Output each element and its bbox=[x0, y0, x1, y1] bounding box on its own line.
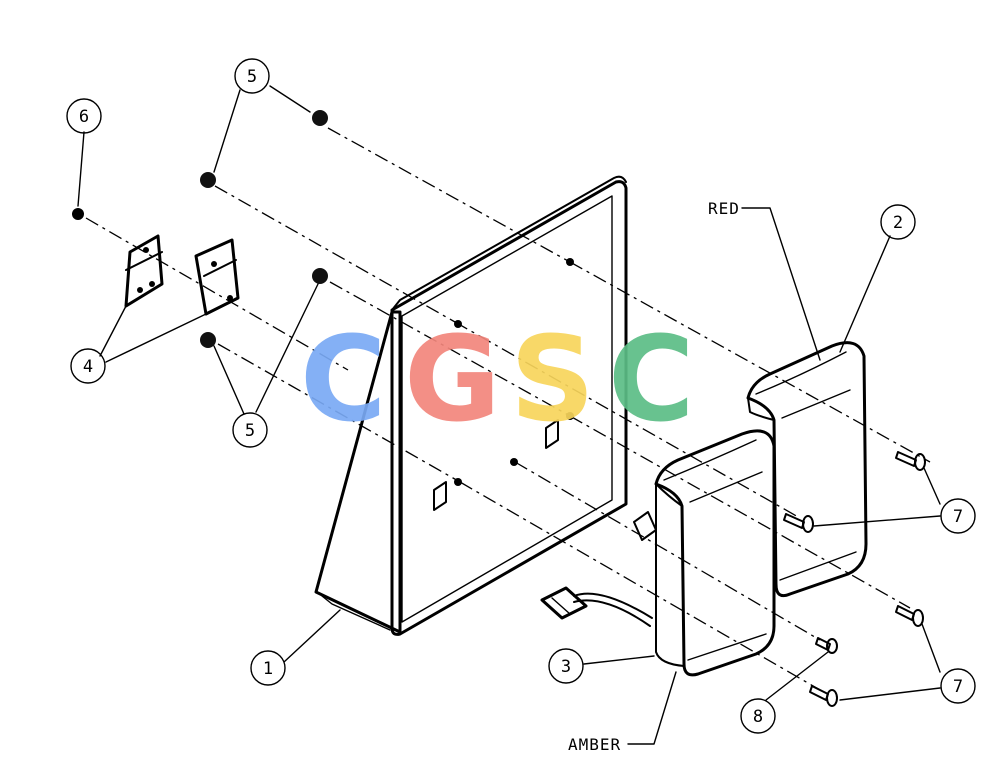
nut bbox=[312, 110, 328, 126]
nuts bbox=[200, 110, 328, 348]
screws bbox=[783, 451, 926, 707]
screw bbox=[895, 605, 924, 627]
alignment-line bbox=[459, 481, 821, 691]
nut bbox=[200, 172, 216, 188]
screw bbox=[809, 685, 838, 707]
callout-3: 3 bbox=[548, 648, 584, 684]
red-lamp bbox=[746, 341, 868, 598]
clip bbox=[194, 238, 240, 316]
callout-8: 8 bbox=[740, 698, 776, 734]
watermark-logo: C G S C bbox=[300, 310, 695, 448]
screw bbox=[783, 513, 814, 533]
clip bbox=[124, 234, 164, 308]
svg-text:5: 5 bbox=[245, 421, 255, 441]
svg-text:7: 7 bbox=[953, 507, 963, 527]
amber-lamp bbox=[633, 429, 776, 677]
watermark-letter: S bbox=[510, 310, 595, 448]
watermark-letter: C bbox=[608, 310, 695, 448]
alignment-line bbox=[214, 185, 456, 323]
watermark-letter: C bbox=[300, 310, 387, 448]
alignment-line bbox=[329, 281, 571, 417]
leader-lines bbox=[77, 85, 941, 745]
wire-connector bbox=[540, 586, 588, 620]
screw bbox=[895, 451, 926, 471]
alignment-line bbox=[85, 217, 349, 371]
plate-hole bbox=[454, 478, 462, 486]
callout-7-lower: 7 bbox=[940, 668, 976, 704]
nut bbox=[200, 332, 216, 348]
wire-harness bbox=[540, 586, 653, 627]
callout-1: 1 bbox=[250, 650, 286, 686]
nut bbox=[312, 268, 328, 284]
amber-label: AMBER bbox=[568, 735, 621, 754]
plate-hole bbox=[510, 458, 518, 466]
svg-text:1: 1 bbox=[263, 659, 273, 679]
alignment-line bbox=[569, 261, 931, 463]
plate-hole bbox=[566, 412, 574, 420]
svg-text:8: 8 bbox=[753, 707, 763, 727]
alignment-line bbox=[514, 461, 821, 641]
callout-bubbles: 1 2 3 4 5 5 6 7 bbox=[66, 58, 976, 734]
clips bbox=[124, 234, 240, 316]
watermark-letter: G bbox=[404, 310, 501, 448]
cable-slot bbox=[545, 419, 559, 449]
red-label: RED bbox=[708, 199, 740, 218]
small-nut bbox=[72, 208, 84, 220]
svg-text:3: 3 bbox=[561, 657, 571, 677]
svg-text:5: 5 bbox=[247, 67, 257, 87]
svg-text:4: 4 bbox=[83, 357, 93, 377]
callout-6: 6 bbox=[66, 98, 102, 134]
callout-5-bottom: 5 bbox=[232, 412, 268, 448]
callout-2: 2 bbox=[880, 204, 916, 240]
svg-text:2: 2 bbox=[893, 213, 903, 233]
callout-5-top: 5 bbox=[234, 58, 270, 94]
cable-slot bbox=[433, 481, 447, 511]
alignment-line bbox=[217, 343, 461, 483]
plate-hole bbox=[566, 258, 574, 266]
callout-7-upper: 7 bbox=[940, 498, 976, 534]
svg-text:7: 7 bbox=[953, 677, 963, 697]
mounting-plate bbox=[314, 175, 628, 636]
callout-4: 4 bbox=[70, 348, 106, 384]
plate-hole bbox=[454, 320, 462, 328]
svg-text:6: 6 bbox=[79, 107, 89, 127]
alignment-line bbox=[327, 127, 571, 263]
bolt bbox=[815, 637, 838, 654]
